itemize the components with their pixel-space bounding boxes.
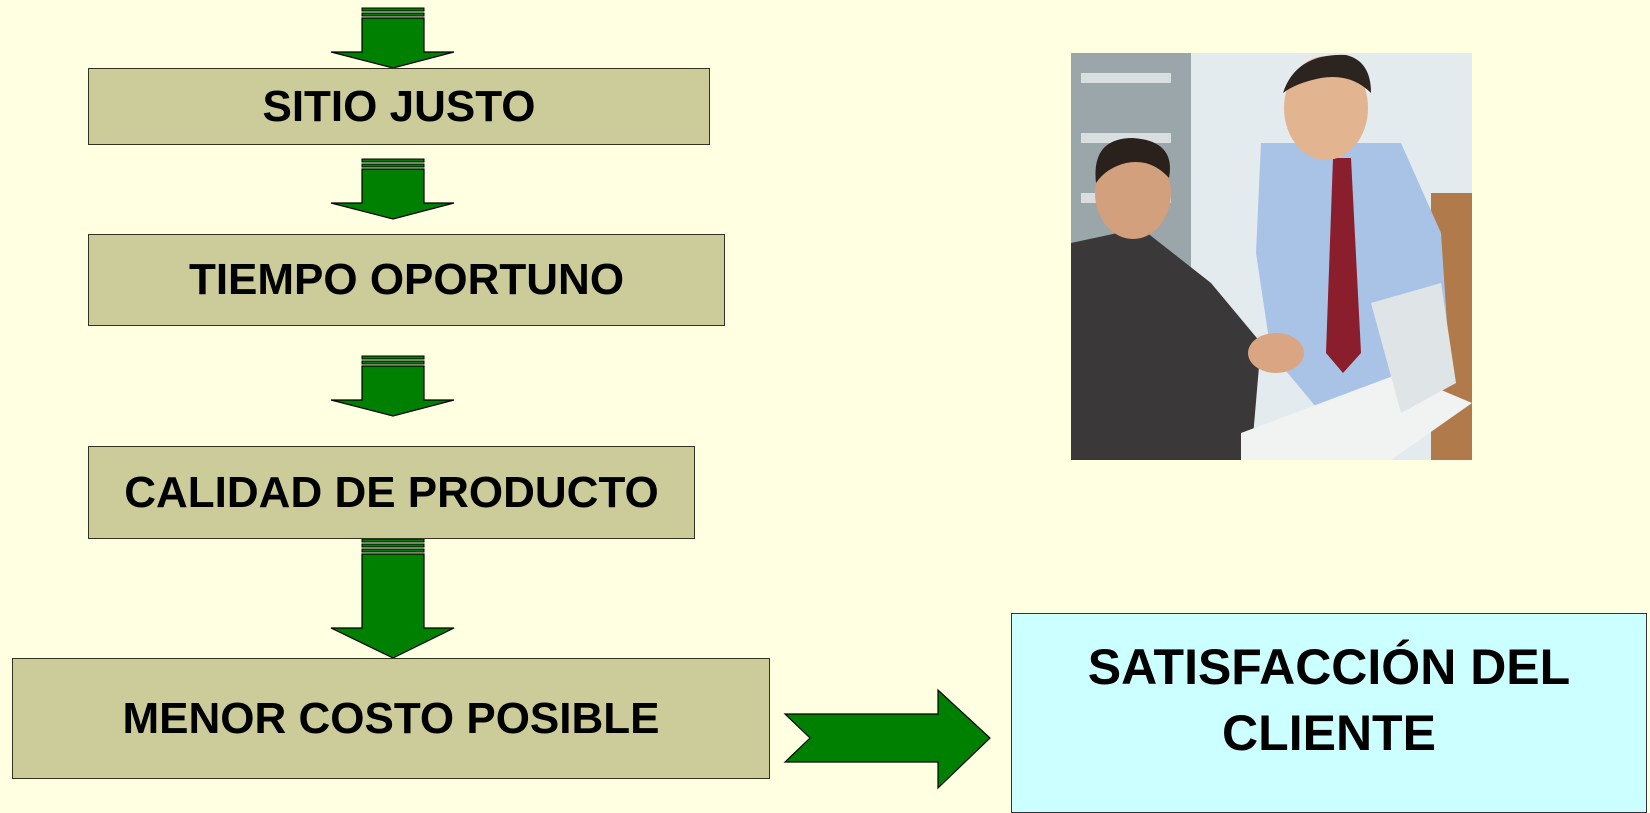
step-tiempo-oportuno: TIEMPO OPORTUNO xyxy=(88,234,725,326)
step-calidad-de-producto: CALIDAD DE PRODUCTO xyxy=(88,446,695,539)
step-sitio-justo: SITIO JUSTO xyxy=(88,68,710,145)
down-arrow-icon xyxy=(330,355,455,417)
result-satisfaccion-cliente: SATISFACCIÓN DEL CLIENTE xyxy=(1011,613,1647,813)
down-arrow-icon xyxy=(330,158,455,220)
step-label: SITIO JUSTO xyxy=(262,81,536,131)
step-label: MENOR COSTO POSIBLE xyxy=(122,693,660,743)
right-arrow-icon xyxy=(783,688,991,790)
step-menor-costo-posible: MENOR COSTO POSIBLE xyxy=(12,658,770,779)
step-label: CALIDAD DE PRODUCTO xyxy=(124,467,659,517)
down-arrow-icon xyxy=(330,7,455,69)
result-line-2: CLIENTE xyxy=(1222,705,1436,761)
down-arrow-icon xyxy=(330,538,455,659)
handshake-photo-icon xyxy=(1071,53,1472,460)
result-line-1: SATISFACCIÓN DEL xyxy=(1087,639,1571,695)
step-label: TIEMPO OPORTUNO xyxy=(188,255,625,304)
